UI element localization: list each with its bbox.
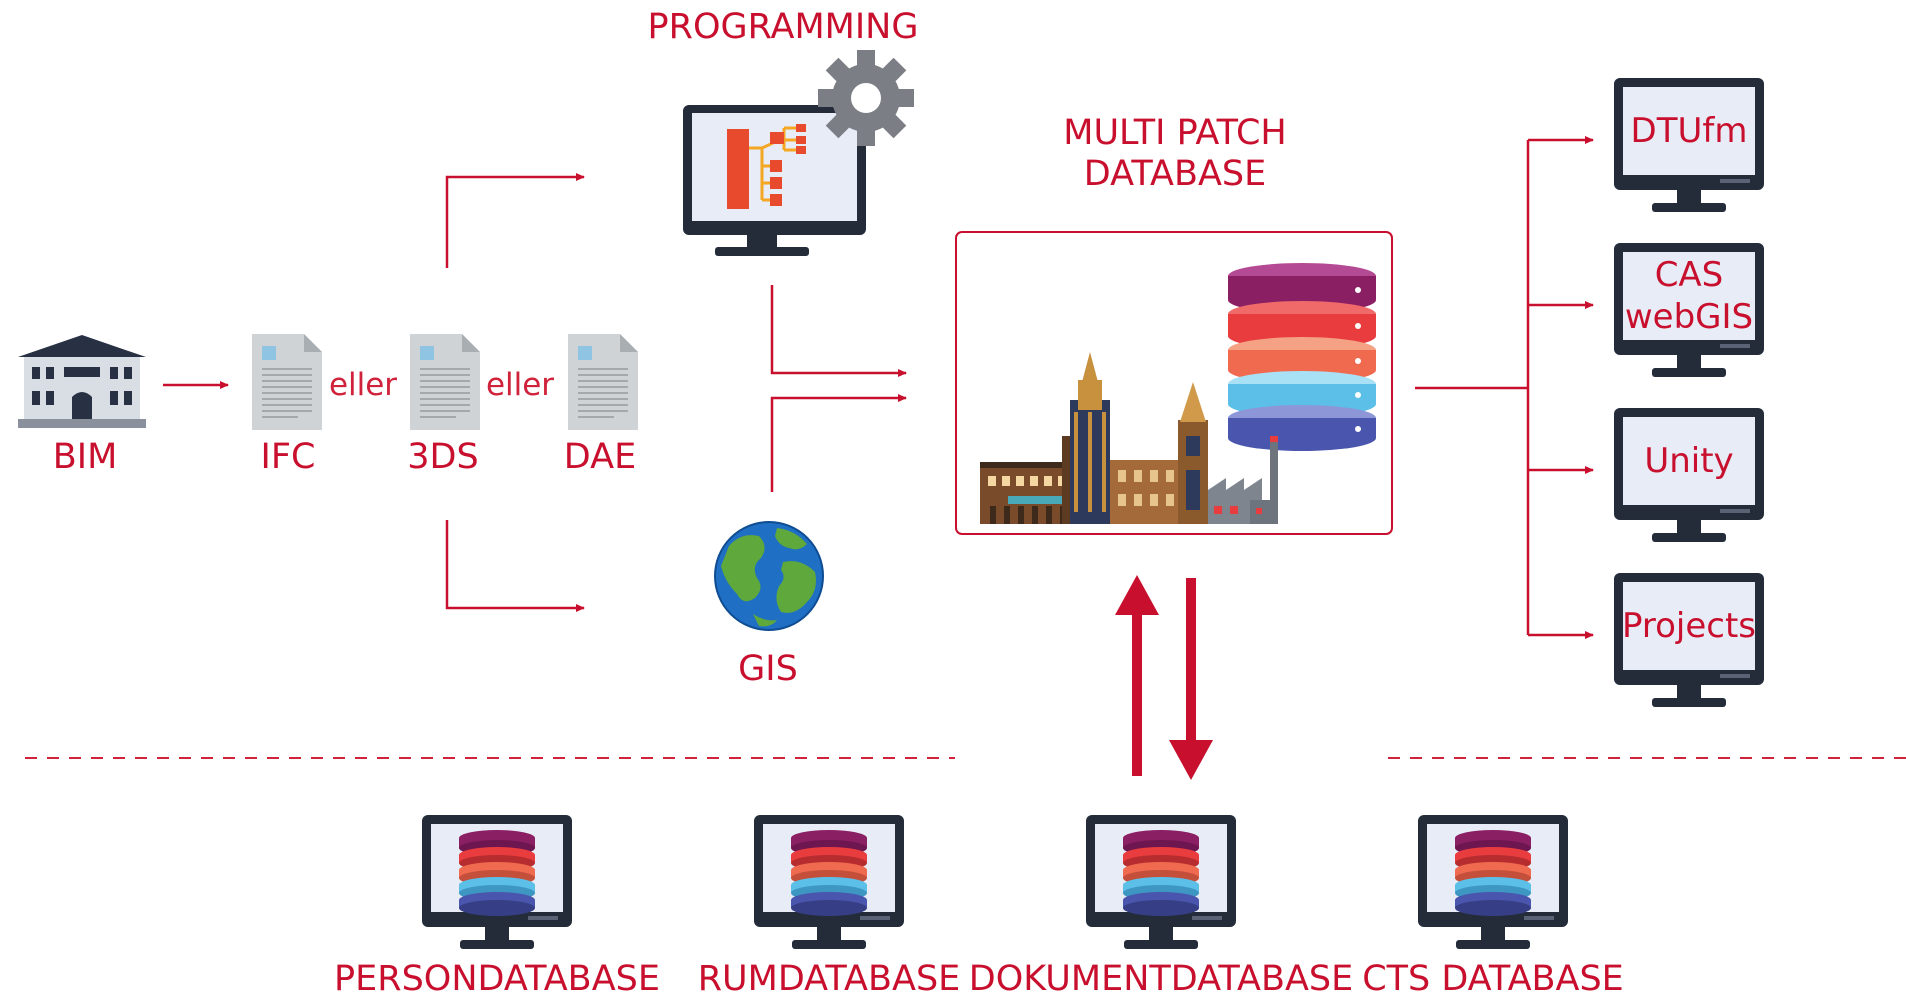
arrow-gis-to-multipatch	[770, 394, 907, 492]
dtufm-label-line1: DTUfm	[1630, 111, 1748, 151]
dae-document-icon	[568, 334, 638, 430]
unity-label-line1: Unity	[1644, 441, 1734, 481]
ifc-label: IFC	[260, 437, 316, 477]
dokumentdatabase-monitor-icon	[1086, 815, 1236, 949]
ctsdatabase-label: CTS DATABASE	[1362, 959, 1624, 999]
3ds-label: 3DS	[407, 437, 479, 477]
3ds-document-icon	[410, 334, 480, 430]
rumdatabase-label: RUMDATABASE	[697, 959, 961, 999]
programming-label: PROGRAMMING	[647, 7, 919, 47]
globe-icon	[714, 521, 824, 631]
arrow-programming-to-multipatch	[770, 285, 907, 377]
multipatch-label-line1: MULTI PATCH	[1063, 113, 1287, 153]
caswebgis-label-line1: CAS	[1654, 255, 1724, 295]
arrow-up-shaft	[1132, 608, 1142, 776]
connectors	[163, 136, 1594, 639]
eller-label-1: eller	[328, 367, 398, 403]
programming-monitor-icon	[683, 105, 866, 256]
city-skyline-icon	[980, 352, 1278, 524]
ifc-document-icon	[252, 334, 322, 430]
dokumentdatabase-label: DOKUMENTDATABASE	[968, 959, 1354, 999]
bim-building-icon	[18, 335, 146, 428]
persondatabase-label: PERSONDATABASE	[334, 959, 660, 999]
eller-label-2: eller	[485, 367, 555, 403]
caswebgis-label-line2: webGIS	[1624, 297, 1754, 337]
dae-label: DAE	[563, 437, 637, 477]
arrow-down-head	[1169, 740, 1213, 780]
unity-label: Unity	[1623, 417, 1755, 505]
dtufm-label: DTUfm	[1623, 87, 1755, 175]
sync-arrows	[1115, 575, 1213, 780]
projects-label: Projects	[1621, 582, 1757, 670]
rumdatabase-monitor-icon	[754, 815, 904, 949]
arrow-down-shaft	[1186, 578, 1196, 746]
ctsdatabase-monitor-icon	[1418, 815, 1568, 949]
arrow-3ds-to-gis	[445, 520, 585, 612]
multipatch-database-box	[955, 231, 1393, 535]
multipatch-label-line2: DATABASE	[1083, 154, 1267, 194]
persondatabase-monitor-icon	[422, 815, 572, 949]
gis-label: GIS	[738, 649, 798, 689]
arrow-3ds-to-programming	[445, 173, 585, 268]
gear-icon	[818, 50, 914, 146]
arrow-up-head	[1115, 575, 1159, 615]
projects-label-line1: Projects	[1621, 606, 1757, 646]
bim-label: BIM	[52, 437, 118, 477]
